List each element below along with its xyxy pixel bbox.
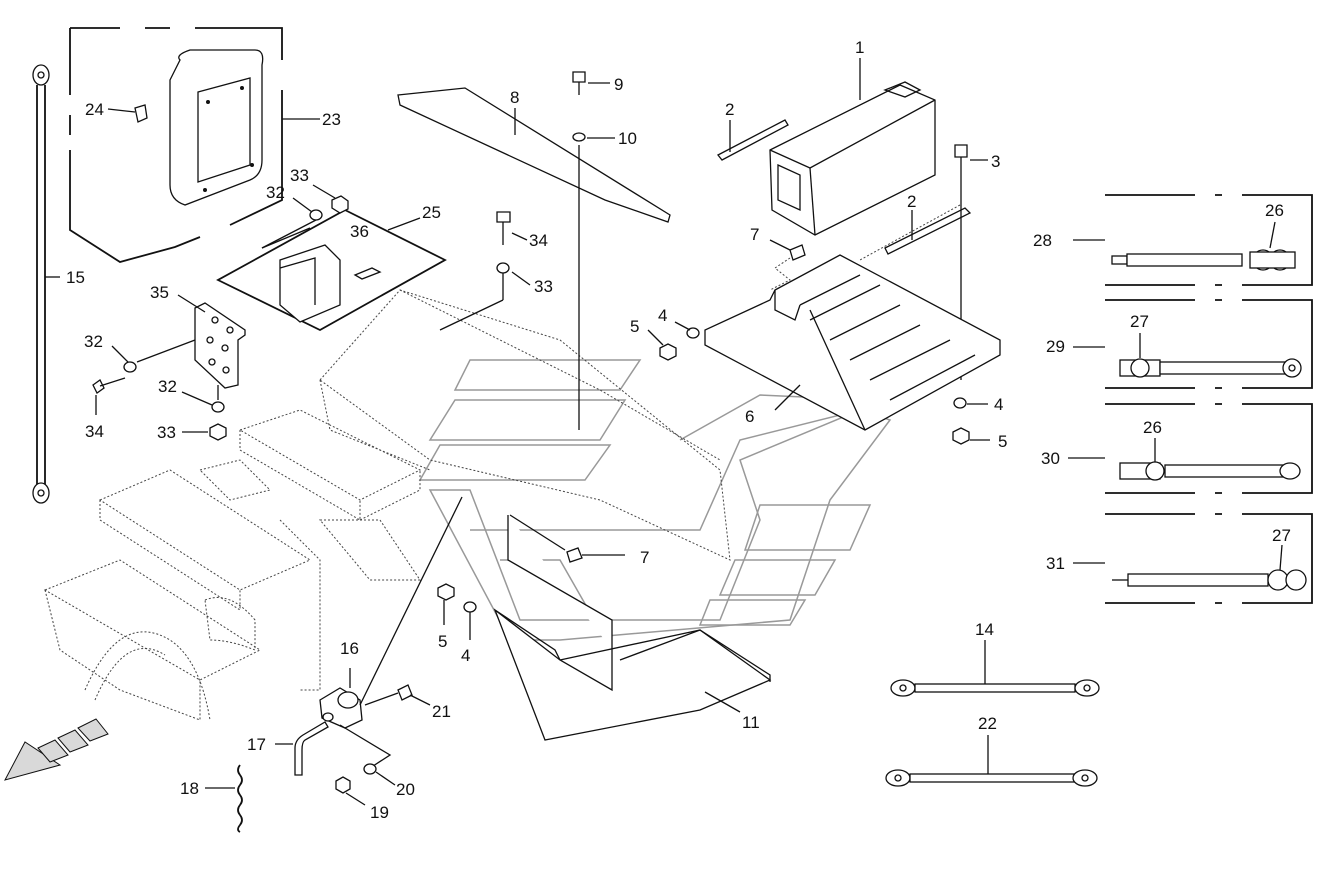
- callout-36: 36: [350, 222, 369, 241]
- chassis-rear-dotted: [43, 289, 731, 721]
- callout-26: 26: [1143, 418, 1162, 437]
- part-14-cable: [890, 640, 1100, 697]
- callout-25: 25: [422, 203, 441, 222]
- part-22-cable: [885, 735, 1098, 787]
- part-19-20-nut: [335, 763, 396, 806]
- callout-29: 29: [1046, 337, 1065, 356]
- callout-10: 10: [618, 129, 637, 148]
- callout-23: 23: [322, 110, 341, 129]
- callout-7: 7: [750, 225, 759, 244]
- part-35-bracket: [177, 294, 246, 389]
- fasteners-left: [92, 339, 227, 441]
- callout-27: 27: [1130, 312, 1149, 331]
- part-16-solenoid: [319, 496, 463, 769]
- callout-24: 24: [85, 100, 104, 119]
- callout-1: 1: [855, 38, 864, 57]
- callout-4: 4: [658, 306, 667, 325]
- callout-32: 32: [84, 332, 103, 351]
- callout-4: 4: [994, 395, 1003, 414]
- part-1-battery: [769, 58, 936, 236]
- callout-20: 20: [396, 780, 415, 799]
- callout-5: 5: [998, 432, 1007, 451]
- part-24-clip: [107, 104, 148, 123]
- callout-9: 9: [614, 75, 623, 94]
- callout-16: 16: [340, 639, 359, 658]
- cable-box-30: [1068, 403, 1313, 494]
- callout-19: 19: [370, 803, 389, 822]
- callout-31: 31: [1046, 554, 1065, 573]
- callout-11: 11: [742, 713, 760, 732]
- callout-2: 2: [907, 192, 916, 211]
- part-23-cover: [69, 27, 320, 263]
- part-17-rod: [275, 721, 329, 776]
- callout-32: 32: [266, 183, 285, 202]
- cable-box-28: [1073, 194, 1313, 286]
- part-2-clamp: [716, 119, 972, 255]
- callout-5: 5: [630, 317, 639, 336]
- callout-28: 28: [1033, 231, 1052, 250]
- fasteners-top: [261, 184, 349, 249]
- fasteners-right: [952, 397, 990, 445]
- callout-18: 18: [180, 779, 199, 798]
- callout-8: 8: [510, 88, 519, 107]
- part-18-chain: [205, 764, 243, 833]
- cable-box-29: [1073, 299, 1313, 389]
- callout-34: 34: [529, 231, 548, 250]
- callout-33: 33: [157, 423, 176, 442]
- part-9-10-bolt: [572, 71, 615, 430]
- part-8-plate: [397, 87, 671, 223]
- callout-5: 5: [438, 632, 447, 651]
- callout-17: 17: [247, 735, 266, 754]
- cable-box-31: [1073, 513, 1313, 604]
- callout-2: 2: [725, 100, 734, 119]
- fasteners-center: [437, 239, 806, 640]
- part-25-plate: [216, 208, 447, 332]
- callout-34: 34: [85, 422, 104, 441]
- callout-14: 14: [975, 620, 994, 639]
- part-15-cable: [32, 64, 60, 504]
- callout-labels: 1 2 2 3 4 4 4 5 5 5 6 7 7 8 9 10 11 14 1…: [66, 38, 1291, 822]
- callout-33: 33: [290, 166, 309, 185]
- callout-26: 26: [1265, 201, 1284, 220]
- part-11-guard: [493, 515, 772, 741]
- callout-27: 27: [1272, 526, 1291, 545]
- callout-32: 32: [158, 377, 177, 396]
- callout-33: 33: [534, 277, 553, 296]
- callout-7: 7: [640, 548, 649, 567]
- callout-4: 4: [461, 646, 470, 665]
- callout-15: 15: [66, 268, 85, 287]
- callout-21: 21: [432, 702, 451, 721]
- part-34-bolt: [439, 211, 531, 331]
- callout-22: 22: [978, 714, 997, 733]
- part-6-tray: [704, 204, 1001, 431]
- direction-arrow-icon: [4, 718, 109, 781]
- callout-30: 30: [1041, 449, 1060, 468]
- callout-35: 35: [150, 283, 169, 302]
- callout-3: 3: [991, 152, 1000, 171]
- callout-6: 6: [745, 407, 754, 426]
